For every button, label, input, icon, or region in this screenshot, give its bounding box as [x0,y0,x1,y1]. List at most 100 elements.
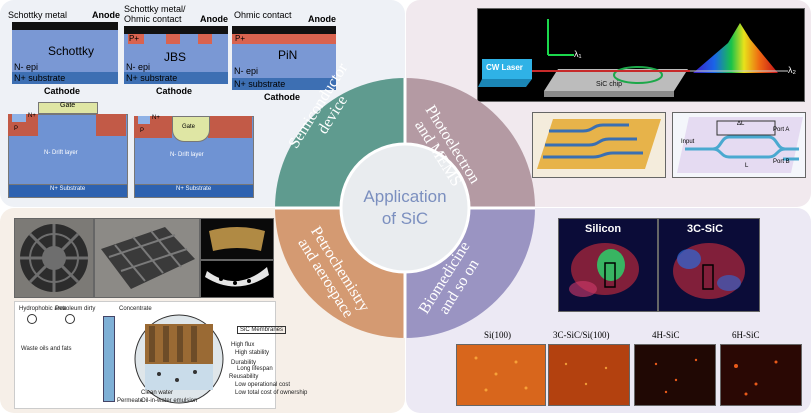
sic-laser-chip-image: CW Laser λ₁ λ₂ SiC chip [477,8,805,102]
mosfet2-drift-label: N- Drift layer [170,152,204,158]
schottky-cathode-label: Cathode [44,86,80,96]
schottky-substrate-layer [12,72,118,84]
pin-epi-label: N- epi [234,66,259,76]
concentrate-label: Concentrate [119,306,152,312]
sic-membranes-label: SiC Membranes [237,326,287,334]
jbs-anode-label: Anode [200,14,228,24]
jbs-name: JBS [164,50,187,64]
mosfet2-gate [172,116,210,142]
cw-laser-label: CW Laser [486,63,523,72]
schottky-epi-layer [12,30,118,72]
curved-shell-graphic [209,227,265,251]
pin-p-label: P+ [235,34,246,43]
mosfet1-n-left [12,114,26,122]
schottky-epi-label: N- epi [14,62,39,72]
cell-dots-overlay [474,356,778,396]
sample-label-1: Si(100) [484,330,511,340]
interferometer-image: Port A Port B Input ΔL L [672,112,806,178]
mosfet2-n-label: N+ [152,115,160,121]
jbs-metal-label-1: Schottky metal/ [124,4,186,14]
pin-diagram: Ohmic contact Anode P+ PiN N- epi N+ sub… [232,10,336,102]
sample-label-3: 4H-SiC [652,330,680,340]
sic3c-fluorescence-image: 3C-SiC [658,218,760,312]
prop-7: Low operational cost [235,382,291,388]
mosfet2-gate-label: Gate [182,124,196,130]
clean-water-label: Clean water [141,390,174,396]
center-title-1: Application [363,187,446,206]
bracket-graphic [205,267,269,287]
curved-shell-photo [200,218,274,260]
pin-ohmic-label: Ohmic contact [234,10,292,20]
prop-2: High stability [235,350,270,356]
mosfet2-substrate [134,184,254,198]
honeycomb-part-photo [94,218,200,298]
schottky-anode-label: Anode [92,10,120,20]
jbs-epi-label: N- epi [126,62,151,72]
mosfet1-n-label: N+ [28,113,36,119]
jbs-metal-label-2: Ohmic contact [124,14,182,24]
input-label: Input [681,139,695,145]
port-a-label: Port A [773,127,790,133]
membrane-magnified [134,314,224,404]
petroleum-label: Petroleum dirty [55,306,96,312]
mosfet2-n-left [138,116,150,124]
sample-label-4: 6H-SiC [732,330,760,340]
mosfet1-substrate-label: N+ Substrate [50,186,86,192]
jbs-p-region-1 [128,34,144,44]
sic3c-label: 3C-SiC [687,223,724,235]
sic-chip-label: SiC chip [596,81,623,88]
mosfet1-drift-label: N- Drift layer [44,150,78,156]
laser-chip-graphic [478,19,788,97]
prop-3: Durability [231,360,257,366]
pin-epi-layer [232,44,336,78]
mosfet2-p-label: P [140,128,145,134]
membrane-column [103,316,115,402]
silicon-fluorescence-graphic [569,243,639,297]
center-ring: Application of SiC [275,78,535,338]
bracket-part-photo [200,260,274,298]
pin-anode-label: Anode [308,14,336,24]
center-title-2: of SiC [382,209,428,228]
spectrum-shape [693,23,778,73]
sample-label-2: 3C-SiC/Si(100) [553,330,610,340]
port-b-label: Port B [773,159,790,165]
membrane-schematic: Hydrophobic area Petroleum dirty Waste o… [14,301,307,409]
mosfet-trench-diagram: N+ P Gate N- Drift layer N+ Substrate [134,115,254,198]
mosfet1-gate-label: Gate [60,102,76,109]
silicon-label: Silicon [585,223,622,235]
jbs-metal-layer [124,26,228,34]
mosfet1-p-right [96,114,126,136]
schottky-name: Schottky [48,44,95,58]
pin-p-layer [232,34,336,44]
pin-cathode-label: Cathode [264,92,300,102]
mosfet1-substrate [8,184,128,198]
droplet-icon-1 [27,314,37,324]
pin-substrate-layer [232,78,336,90]
delta-l-label: ΔL [737,121,745,127]
schottky-substrate-label: N+ substrate [14,73,66,83]
waste-label: Waste oils and fats [21,346,72,352]
pin-metal-layer [232,26,336,34]
lattice-disc-graphic [20,224,88,292]
jbs-diagram: Schottky metal/ Ohmic contact Anode P+ J… [124,4,228,96]
jbs-cathode-label: Cathode [156,86,192,96]
sic6h-cell-image [720,344,802,406]
sic4h-cell-image [634,344,716,406]
sic3c-si100-cell-image [548,344,630,406]
l-label: L [745,163,749,169]
jbs-substrate-layer [124,72,228,84]
lambda1-label: λ₁ [574,49,582,59]
prop-5: Long lifespan [237,366,273,372]
permeate-label: Permeate [117,398,144,404]
schottky-metal-label: Schottky metal [8,10,68,20]
prop-1: High flux [231,342,255,348]
pin-substrate-label: N+ substrate [234,79,286,89]
lattice-disc-photo [14,218,94,298]
jbs-p-region-3 [198,34,212,44]
jbs-p-label: P+ [129,34,140,43]
prop-4: Reusability [229,374,259,380]
schottky-diagram: Schottky metal Anode Schottky N- epi N+ … [8,10,120,96]
honeycomb-graphic [101,227,195,289]
jbs-substrate-label: N+ substrate [126,73,178,83]
mosfet1-p-label: P [14,126,19,132]
